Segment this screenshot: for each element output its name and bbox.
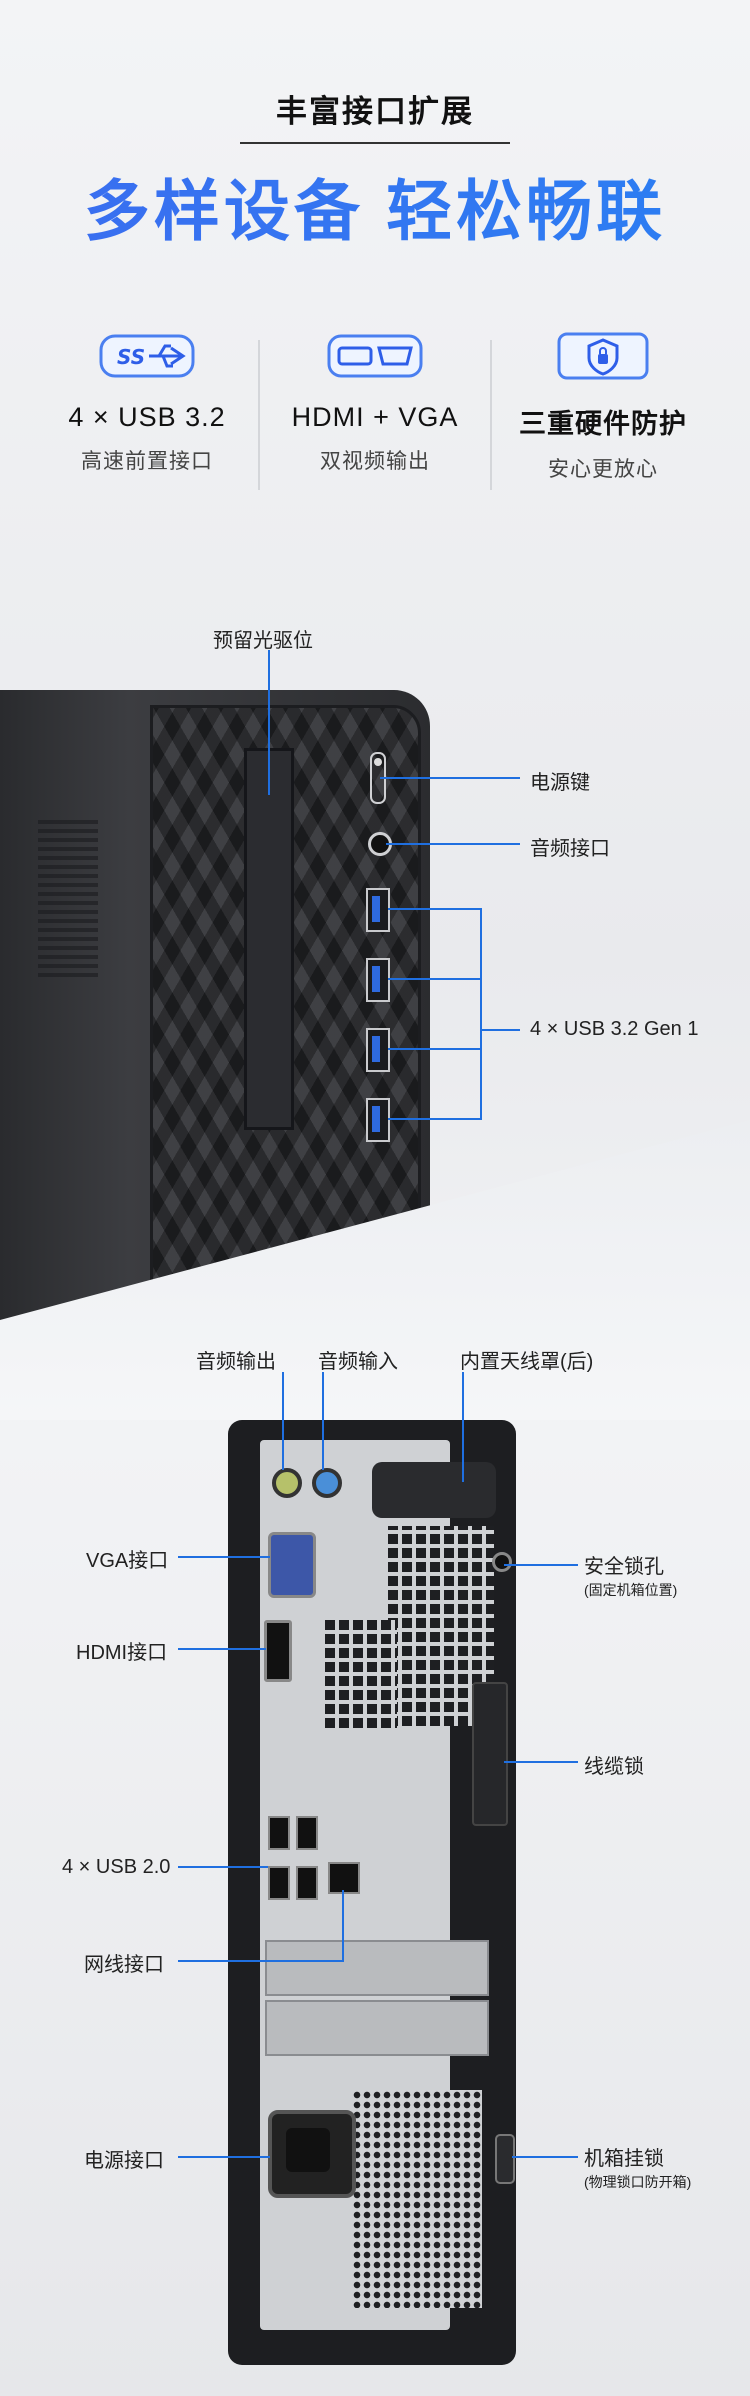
pcie-slot-cover xyxy=(265,2000,489,2056)
label-rear-usb: 4 × USB 2.0 xyxy=(62,1856,171,1878)
callout-line xyxy=(178,1648,266,1650)
feature-video-title: HDMI + VGA xyxy=(291,402,459,432)
callout-line xyxy=(282,1372,284,1470)
label-cable-lock: 线缆锁 xyxy=(584,1756,644,1778)
feature-security: 三重硬件防护 安心更放心 xyxy=(488,330,718,483)
power-inlet xyxy=(268,2110,356,2198)
label-ethernet: 网线接口 xyxy=(84,1954,164,1976)
label-security-lock-note: (固定机箱位置) xyxy=(584,1582,678,1598)
audio-out-jack xyxy=(272,1468,302,1498)
label-audio-in: 音频输入 xyxy=(318,1351,398,1373)
feature-divider xyxy=(490,340,492,490)
rear-usb-port xyxy=(296,1816,318,1850)
hdmi-vga-icon xyxy=(325,330,425,382)
callout-line xyxy=(388,978,480,980)
hdmi-port xyxy=(264,1620,292,1682)
callout-line xyxy=(178,1866,268,1868)
label-audio-port: 音频接口 xyxy=(530,838,610,860)
security-lock-hole xyxy=(492,1552,512,1572)
callout-line xyxy=(388,1048,480,1050)
label-chassis-lock: 机箱挂锁 xyxy=(584,2148,664,2170)
callout-line xyxy=(178,1556,270,1558)
pcie-slot-cover xyxy=(265,1940,489,1996)
label-power-port: 电源接口 xyxy=(84,2150,164,2172)
callout-line xyxy=(178,2156,270,2158)
usb-ss-icon: SS xyxy=(97,330,197,382)
feature-security-title: 三重硬件防护 xyxy=(519,409,687,439)
front-usb-port xyxy=(366,888,390,932)
label-chassis-lock-note: (物理锁口防开箱) xyxy=(584,2174,692,2190)
front-usb-port xyxy=(366,1098,390,1142)
callout-line xyxy=(512,2156,578,2158)
section-title: 丰富接口扩展 xyxy=(276,94,474,129)
title-divider xyxy=(240,142,510,144)
feature-divider xyxy=(258,340,260,490)
side-vents xyxy=(38,820,98,980)
callout-line xyxy=(386,843,520,845)
antenna-cover xyxy=(372,1462,496,1518)
feature-security-subtitle: 安心更放心 xyxy=(548,458,658,481)
slogan-heading: 多样设备 轻松畅联 xyxy=(0,158,750,254)
psu-vent-grille xyxy=(352,2090,482,2308)
front-usb-port xyxy=(366,1028,390,1072)
rear-usb-port xyxy=(296,1866,318,1900)
audio-in-jack xyxy=(312,1468,342,1498)
rear-vent-grille xyxy=(325,1620,397,1728)
label-hdmi: HDMI接口 xyxy=(76,1642,168,1664)
label-security-lock: 安全锁孔 xyxy=(584,1556,664,1578)
chassis-padlock-loop xyxy=(495,2134,515,2184)
callout-line xyxy=(380,777,520,779)
callout-line xyxy=(480,908,482,1120)
rear-usb-port xyxy=(268,1816,290,1850)
cable-lock-slot xyxy=(472,1682,508,1826)
rear-usb-port xyxy=(268,1866,290,1900)
label-optical-drive: 预留光驱位 xyxy=(213,630,313,652)
label-front-usb: 4 × USB 3.2 Gen 1 xyxy=(530,1018,699,1040)
callout-line xyxy=(388,1118,480,1120)
feature-usb-title: 4 × USB 3.2 xyxy=(68,402,226,432)
optical-drive-bay xyxy=(244,748,294,1130)
label-power-button: 电源键 xyxy=(530,772,590,794)
callout-line xyxy=(480,1029,520,1031)
callout-line xyxy=(322,1372,324,1470)
shield-lock-icon xyxy=(553,330,653,382)
callout-line xyxy=(504,1761,578,1763)
label-audio-out: 音频输出 xyxy=(196,1351,276,1373)
callout-line xyxy=(268,650,270,795)
ethernet-port xyxy=(328,1862,360,1894)
vga-port xyxy=(268,1532,316,1598)
feature-usb: SS 4 × USB 3.2 高速前置接口 xyxy=(32,330,262,475)
feature-usb-subtitle: 高速前置接口 xyxy=(81,450,213,473)
callout-line xyxy=(178,1960,342,1962)
feature-video-subtitle: 双视频输出 xyxy=(320,450,430,473)
front-usb-port xyxy=(366,958,390,1002)
callout-line xyxy=(462,1372,464,1482)
label-antenna: 内置天线罩(后) xyxy=(460,1351,594,1373)
callout-line xyxy=(342,1890,344,1962)
callout-line xyxy=(388,908,480,910)
label-vga: VGA接口 xyxy=(86,1550,169,1572)
svg-text:SS: SS xyxy=(117,345,145,369)
callout-line xyxy=(504,1564,578,1566)
feature-video: HDMI + VGA 双视频输出 xyxy=(260,330,490,475)
